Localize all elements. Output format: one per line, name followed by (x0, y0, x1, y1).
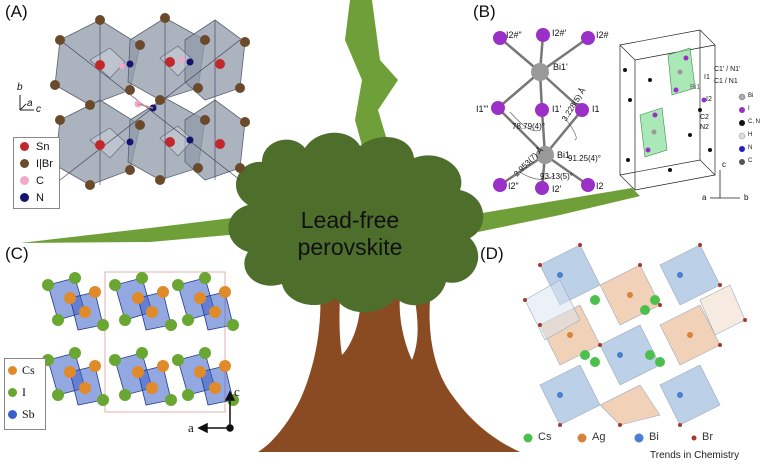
atom-label: Bi1 (557, 150, 571, 160)
bond-angle: 91.25(4)° (568, 154, 601, 163)
i-swatch (8, 387, 17, 397)
n-swatch (20, 193, 29, 202)
atom-label: I2#" (506, 30, 522, 40)
panel-b-axis-c: c (722, 160, 726, 169)
legend-item-ibr: I|Br (14, 155, 59, 172)
atom-label: I2# (596, 30, 609, 40)
legend-label: Sn (36, 140, 50, 153)
legend-label: C (748, 158, 753, 164)
c-swatch (20, 176, 29, 185)
legend-label: C, N (748, 119, 760, 125)
legend-label: C (36, 174, 44, 187)
ibr-swatch (20, 159, 29, 168)
panel-b-unit-cell (619, 29, 716, 191)
center-title: Lead-free perovskite (270, 207, 430, 261)
legend-label: Bi (649, 431, 659, 443)
cell-label: Bi1 (690, 84, 701, 91)
legend-label: Cs (22, 362, 35, 377)
panel-d-structure (523, 243, 747, 427)
legend-label: I (22, 384, 26, 399)
branch-right (470, 188, 640, 232)
atom-label: I1 (592, 104, 600, 114)
legend-label: H (748, 132, 753, 138)
legend-item-n: N (14, 189, 59, 206)
panel-a-axis-c: c (36, 104, 41, 115)
atom-label: I2' (552, 184, 562, 194)
legend-item-sn: Sn (14, 138, 59, 155)
panel-b-axis-b: b (744, 193, 749, 202)
panel-b-axis-a: a (702, 193, 707, 202)
legend-label: Sb (22, 406, 35, 421)
cell-label: C1 / N1 (714, 78, 738, 85)
panel-a-axis-b: b (17, 82, 23, 93)
atom-label: I1' (552, 104, 562, 114)
legend-item-ag: Ag (592, 431, 605, 443)
panel-a-label: (A) (5, 2, 28, 21)
panel-d-legend-dots (523, 433, 697, 443)
panel-c-structure (42, 271, 239, 413)
bond-angle: 93.13(5)° (540, 172, 573, 181)
legend-label: I|Br (36, 157, 53, 170)
panel-c-label: (C) (5, 244, 29, 263)
legend-label: I (748, 106, 750, 112)
atom-label: I2#' (552, 28, 567, 38)
legend-label: Cs (538, 431, 552, 443)
center-title-line1: Lead-free (300, 207, 400, 233)
panel-b-legend-dots (738, 93, 746, 165)
branch-top (345, 0, 398, 175)
panel-b-coordination (491, 28, 595, 195)
panel-c-legend: Cs I Sb (4, 358, 46, 430)
atom-label: Bi1' (553, 62, 568, 72)
credit-text: Trends in Chemistry (650, 450, 740, 461)
bond-angle: 78.79(4)° (512, 122, 545, 131)
legend-item-sb: Sb (5, 403, 45, 425)
tree-branches (20, 0, 640, 243)
legend-item-br: Br (702, 431, 713, 443)
legend-label: Bi (748, 93, 754, 99)
legend-label: Ag (592, 431, 606, 443)
cell-label: N2 (700, 124, 709, 131)
atom-label: I1"' (476, 104, 489, 114)
panel-c-axis-gizmo (197, 390, 236, 434)
sb-swatch (8, 409, 17, 419)
cell-label: C2 (700, 114, 709, 121)
sn-swatch (20, 142, 29, 151)
tree-canopy (228, 132, 484, 313)
legend-label: Br (702, 431, 713, 443)
atom-label: I2 (596, 181, 604, 191)
legend-item-bi: Bi (649, 431, 659, 443)
panel-b-axis-gizmo (710, 170, 740, 199)
panel-c-axis-c: c (234, 384, 240, 399)
panel-c-axis-a: a (188, 420, 194, 435)
cs-swatch (8, 365, 17, 375)
legend-item-cs-d: Cs (538, 431, 551, 443)
legend-label: N (748, 145, 753, 151)
panel-d-label: (D) (480, 244, 504, 263)
panel-b-label: (B) (473, 2, 496, 21)
legend-label: N (36, 191, 44, 204)
center-title-line2: perovskite (297, 234, 403, 260)
legend-item-c: C (14, 172, 59, 189)
legend-item-cs: Cs (5, 359, 45, 381)
legend-item-i: I (5, 381, 45, 403)
panel-a-legend: Sn I|Br C N (13, 137, 60, 209)
panel-a-structure (50, 13, 250, 190)
branch-left (20, 218, 240, 243)
tree-trunk (258, 285, 520, 452)
panel-a-axis-gizmo (19, 95, 34, 111)
cell-label: I1 (704, 74, 710, 81)
cell-label: I2 (706, 96, 712, 103)
cell-label: C1' / N1' (714, 66, 741, 73)
atom-label: I2" (508, 181, 519, 191)
panel-a-axis-a: a (27, 98, 33, 109)
